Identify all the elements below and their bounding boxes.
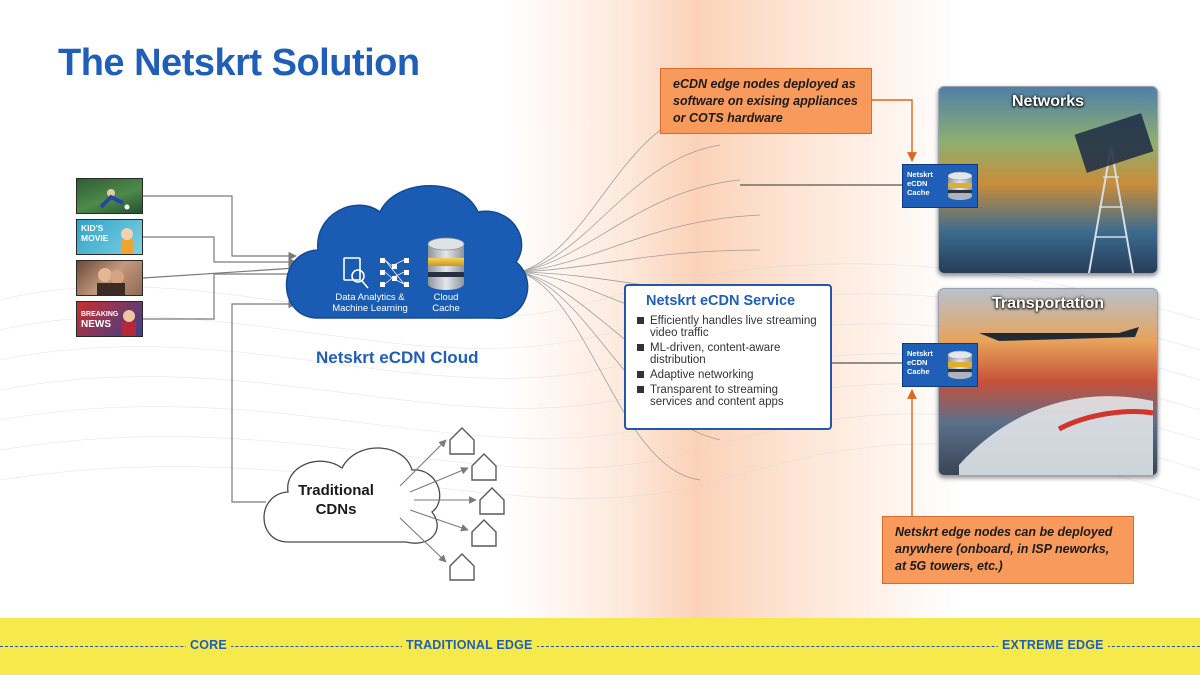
couple-silhouette-icon xyxy=(97,268,125,295)
service-feature-list: Efficiently handles live streaming video… xyxy=(636,315,820,408)
content-thumbnail-news: BREAKING NEWS xyxy=(76,301,143,337)
cloud-cache-label: Cloud Cache xyxy=(422,292,470,314)
badge-line-2: eCDN xyxy=(907,358,928,367)
ecdn-cloud-shape xyxy=(285,185,529,319)
news-anchor-icon xyxy=(122,310,136,336)
ecdn-service-box: Netskrt eCDN Service Efficiently handles… xyxy=(624,284,832,430)
cloud-cache-label-line-1: Cloud xyxy=(433,292,459,303)
edge-cache-badge-text: Netskrt eCDN Cache xyxy=(907,170,933,197)
edge-connectors xyxy=(740,184,902,364)
kids-movie-line-1: KID'S xyxy=(81,223,104,233)
transportation-label: Transportation xyxy=(991,295,1104,312)
band-label-extreme-edge: EXTREME EDGE xyxy=(998,638,1108,652)
badge-line-3: Cache xyxy=(907,188,930,197)
database-icon xyxy=(947,171,973,200)
service-title: Netskrt eCDN Service xyxy=(646,293,796,309)
service-feature-item: Transparent to streaming services and co… xyxy=(636,384,820,408)
cell-tower-icon xyxy=(1074,113,1154,273)
train-plane-icon xyxy=(959,327,1154,475)
badge-line-1: Netskrt xyxy=(907,170,933,179)
edge-tier-band: CORE TRADITIONAL EDGE EXTREME EDGE xyxy=(0,618,1200,675)
service-feature-item: Adaptive networking xyxy=(636,369,820,381)
content-thumbnail-sports xyxy=(76,178,143,214)
band-label-traditional-edge: TRADITIONAL EDGE xyxy=(402,638,537,652)
kids-movie-line-2: MOVIE xyxy=(81,233,109,243)
page-title: The Netskrt Solution xyxy=(58,42,420,84)
transportation-photo: Transportation xyxy=(938,288,1158,476)
content-thumbnail-drama xyxy=(76,260,143,296)
networks-label: Networks xyxy=(1011,93,1085,110)
news-line-1: BREAKING xyxy=(81,311,119,318)
neural-network-icon xyxy=(380,258,409,287)
band-label-core: CORE xyxy=(186,638,231,652)
edge-cache-badge-networks: Netskrt eCDN Cache xyxy=(902,164,978,208)
band-dashed-line xyxy=(0,646,1200,647)
callout-edge-nodes-software: eCDN edge nodes deployed as software on … xyxy=(660,68,872,134)
edge-cache-badge-transportation: Netskrt eCDN Cache xyxy=(902,343,978,387)
badge-line-1: Netskrt xyxy=(907,349,933,358)
edge-cache-badge-text: Netskrt eCDN Cache xyxy=(907,349,933,376)
cdn-fanout-arrows xyxy=(399,439,477,563)
database-icon xyxy=(947,350,973,379)
kids-character-icon xyxy=(121,228,133,254)
analytics-label-line-2: Machine Learning xyxy=(332,303,408,314)
badge-line-3: Cache xyxy=(907,367,930,376)
traditional-cdn-cloud-shape xyxy=(263,447,441,544)
callout-arrows xyxy=(872,99,917,516)
database-icon xyxy=(427,237,465,290)
traditional-cdn-label: Traditional CDNs xyxy=(286,481,386,519)
callout-edge-nodes-anywhere: Netskrt edge nodes can be deployed anywh… xyxy=(882,516,1134,584)
analytics-label: Data Analytics & Machine Learning xyxy=(326,292,414,314)
analytics-label-line-1: Data Analytics & xyxy=(335,292,405,303)
news-line-2: NEWS xyxy=(81,319,111,330)
traditional-cdn-label-line-1: Traditional xyxy=(298,482,374,499)
traditional-cdn-label-line-2: CDNs xyxy=(315,501,357,518)
ecdn-cloud-caption: Netskrt eCDN Cloud xyxy=(316,348,479,367)
service-feature-item: ML-driven, content-aware distribution xyxy=(636,342,820,366)
content-thumbnail-kids-movie: KID'S MOVIE xyxy=(76,219,143,255)
magnifier-chart-icon xyxy=(343,257,369,289)
house-icon xyxy=(449,427,505,581)
sports-player-icon xyxy=(99,189,130,210)
content-to-cloud-connectors xyxy=(142,195,297,503)
badge-line-2: eCDN xyxy=(907,179,928,188)
service-feature-item: Efficiently handles live streaming video… xyxy=(636,315,820,339)
cloud-cache-label-line-2: Cache xyxy=(432,303,460,314)
